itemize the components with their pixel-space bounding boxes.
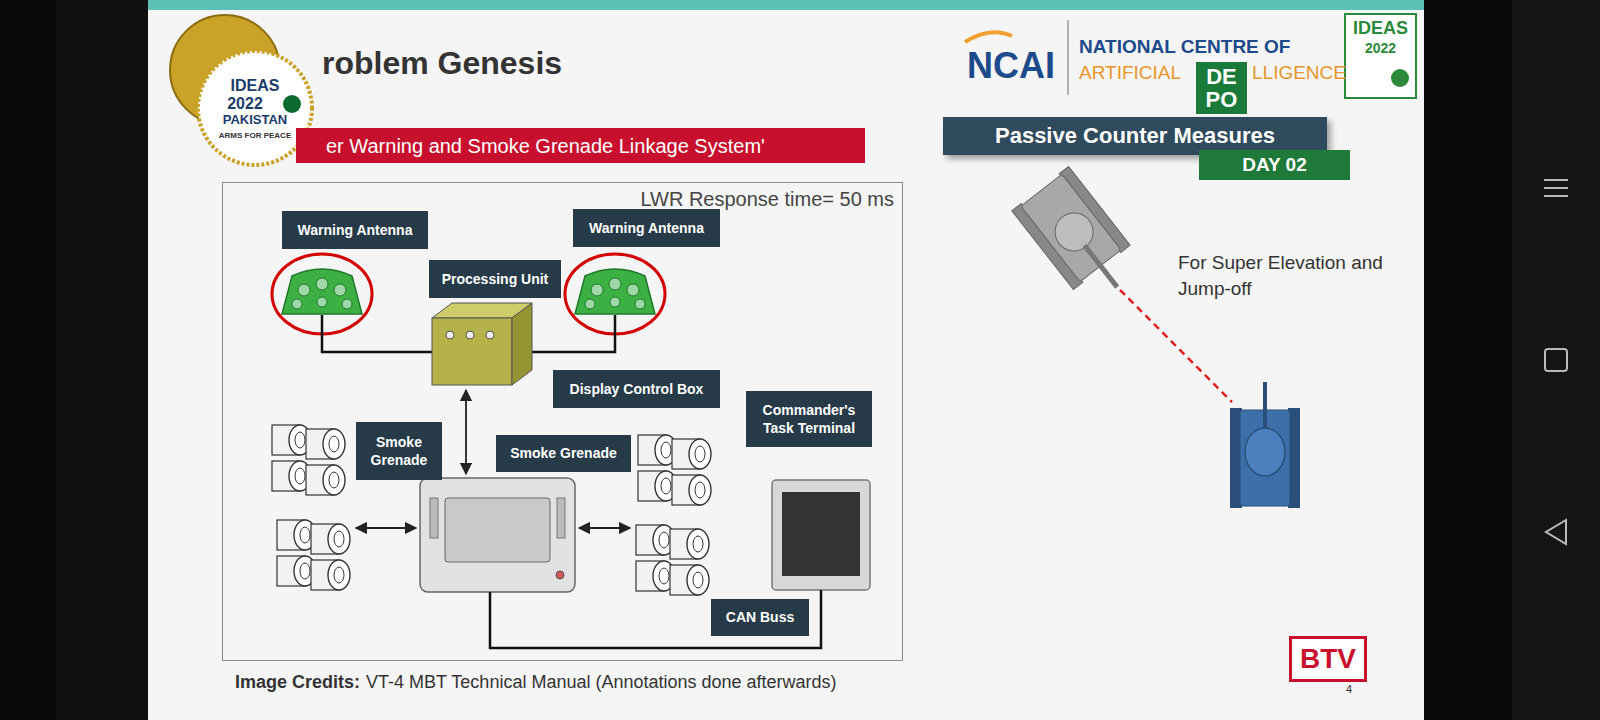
node-text: er Warning and Smoke Grenade Linkage Sys…	[326, 134, 765, 158]
node-text: CAN Buss	[726, 608, 794, 626]
label-box: LLIGENCE	[1252, 62, 1346, 85]
node-text: LWR Response time= 50 ms	[231, 187, 894, 211]
label-box: Image Credits:	[235, 672, 360, 694]
node-text: Smoke Grenade	[363, 433, 435, 469]
logo-text: ARMS FOR PEACE	[205, 131, 305, 141]
logo-text: PAKISTAN	[205, 112, 305, 128]
part-label: Display Control Box	[553, 370, 720, 408]
label-box: VT-4 MBT Technical Manual (Annotations d…	[366, 672, 837, 694]
note-text: For Super Elevation and Jump-off	[1178, 250, 1393, 301]
label-box: ARTIFICIAL	[1079, 62, 1181, 85]
node-text: Passive Counter Measures	[995, 123, 1275, 149]
node-text: DE PO	[1203, 65, 1240, 111]
part-label: Processing Unit	[429, 260, 561, 298]
node-text: Warning Antenna	[298, 221, 413, 239]
label-box: NATIONAL CENTRE OF	[1079, 36, 1290, 59]
node-text: Smoke Grenade	[510, 444, 617, 462]
part-label: Smoke Grenade	[496, 435, 631, 472]
node-text: Warning Antenna	[589, 219, 704, 237]
slide-title: roblem Genesis	[322, 44, 562, 82]
node-text: Commander's Task Terminal	[753, 401, 865, 437]
logo-box: BTV	[1289, 636, 1367, 682]
logo-text: NCAI	[967, 44, 1055, 87]
node-text: Display Control Box	[570, 380, 704, 398]
node-text: Processing Unit	[442, 270, 549, 288]
node-text: DAY 02	[1242, 154, 1306, 177]
logo-text: IDEAS	[1347, 18, 1414, 40]
label-box: IDEAS	[205, 76, 305, 95]
label-box: IDEAS	[1347, 18, 1414, 40]
label-box: 2022	[205, 94, 285, 113]
node-text: BTV	[1300, 642, 1356, 676]
figure-frame: LWR Response time= 50 ms Warning Antenna W…	[222, 182, 903, 661]
logo-text: 2022	[1347, 40, 1414, 57]
logo-text: NATIONAL CENTRE OF	[1079, 36, 1290, 59]
part-label: Warning Antenna	[573, 209, 720, 247]
label-box: NCAI	[967, 44, 1055, 87]
label-box: 4	[1346, 683, 1352, 696]
title-banner: er Warning and Smoke Grenade Linkage Sys…	[296, 128, 865, 163]
title-box: roblem Genesis	[322, 44, 562, 82]
part-label: Smoke Grenade	[356, 422, 442, 480]
part-label: Commander's Task Terminal	[746, 391, 872, 447]
label-box: PAKISTAN	[205, 112, 305, 128]
credit-text: VT-4 MBT Technical Manual (Annotations d…	[366, 672, 837, 694]
day-badge: DAY 02	[1199, 150, 1350, 180]
logo-text: IDEAS	[205, 76, 305, 95]
credit-text: Image Credits:	[235, 672, 360, 694]
logo-text: ARTIFICIAL	[1079, 62, 1181, 85]
logo-text: LLIGENCE	[1252, 62, 1346, 85]
page-number: 4	[1346, 683, 1352, 696]
part-label: Warning Antenna	[282, 211, 428, 249]
label-box: 2022	[1347, 40, 1414, 57]
logo-text: 2022	[205, 94, 285, 113]
logo-box: DE PO	[1196, 62, 1247, 114]
label-box: ARMS FOR PEACE	[205, 131, 305, 141]
part-label: CAN Buss	[711, 599, 809, 636]
label-box: For Super Elevation and Jump-off	[1178, 250, 1393, 301]
